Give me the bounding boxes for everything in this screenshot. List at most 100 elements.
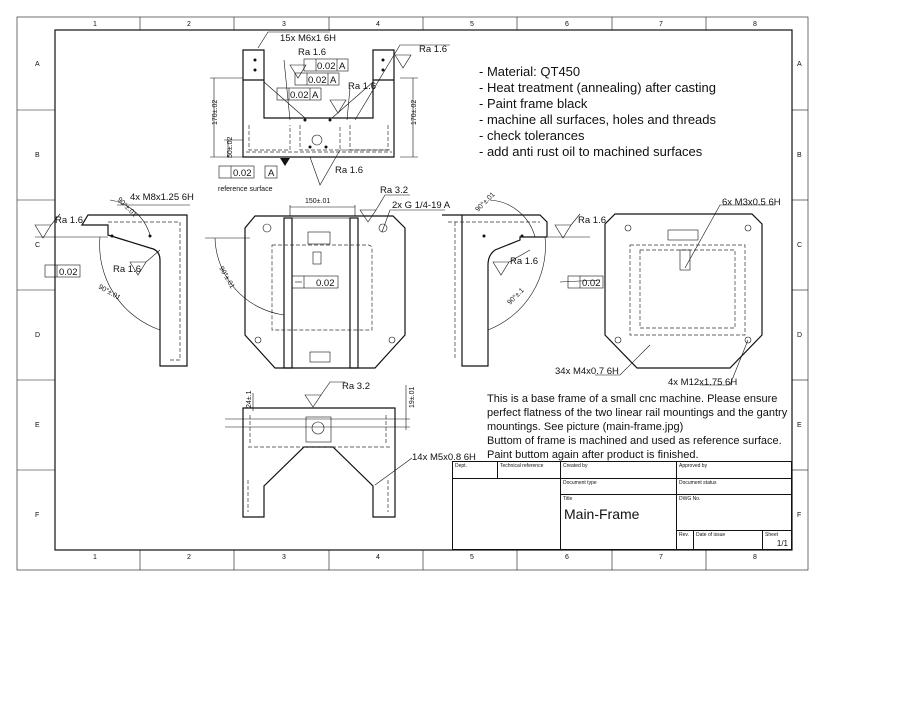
surface-roughness: Ra 3.2 [342,381,370,392]
dept-cell: Dept. [453,462,498,479]
doc-type-label: Document type [563,480,597,486]
surface-roughness: Ra 1.6 [419,44,447,55]
description-line: Paint buttom again after product is fini… [487,449,699,461]
rear-view: 6x M3x0.5 6H 34x M4x0.7 6H 4x M12x1.75 6… [555,197,781,388]
angle-dimension: 90°±.01 [217,265,236,290]
port-callout: 2x G 1/4-19 A [392,200,451,211]
svg-text:A: A [330,75,337,86]
row-labels-left: A B C D E F [35,61,40,519]
dimension: 170±.02 [212,100,219,125]
rev-label: Rev. [679,532,689,538]
left-side-view: 4x M8x1.25 6H Ra 1.6 Ra 1.6 0.02 90°±.01… [34,192,194,367]
bottom-view: Ra 3.2 24±.1 19±.01 14x M5x0.8 6H [225,381,476,518]
description-line: perfect flatness of the two linear rail … [487,407,788,419]
surface-roughness: Ra 1.6 [113,264,141,275]
thread-callout: 15x M6x1 6H [280,33,336,44]
thread-callout: 4x M8x1.25 6H [130,192,194,203]
col-label: 7 [659,21,663,28]
tech-ref-cell: Technical reference [498,462,561,479]
sheet-cell: Sheet 1/1 [763,531,792,550]
dept-label: Dept. [455,463,467,469]
row-label: D [797,332,802,339]
svg-text:0.02: 0.02 [316,278,335,289]
drawing-title: Main-Frame [564,506,640,522]
datum-box: A [264,165,278,179]
row-label: F [35,512,39,519]
description-line: mountings. See picture (main-frame.jpg) [487,421,684,433]
title-cell: Title Main-Frame [561,495,677,550]
description-line: This is a base frame of a small cnc mach… [487,393,778,405]
doc-type-cell: Document type [561,479,677,495]
note: - Paint frame black [479,96,588,111]
rev-cell: Rev. [677,531,694,550]
row-labels-right: A B C D E F [797,61,802,519]
col-label: 5 [470,554,474,561]
svg-text:A: A [268,168,275,179]
blank-cell [453,479,561,550]
title-label: Title [563,496,573,502]
thread-callout: 14x M5x0.8 6H [412,452,476,463]
row-label: A [797,61,802,68]
svg-text:0.02: 0.02 [59,267,78,278]
row-label: C [797,242,802,249]
doc-status-cell: Document status [677,479,792,495]
row-label: E [797,422,802,429]
grid-ticks [17,17,808,570]
dimension: 170±.02 [411,100,418,125]
date-cell: Date of issue [694,531,763,550]
column-labels-bottom: 1 2 3 4 5 6 7 8 [93,554,757,561]
surface-roughness: Ra 1.6 [55,215,83,226]
flatness-fcf: 0.02 [44,264,81,278]
col-label: 1 [93,21,97,28]
flatness-fcf: 0.02 [218,165,255,179]
note: - machine all surfaces, holes and thread… [479,112,717,127]
row-label: D [35,332,40,339]
dimension: 24±.1 [246,390,253,408]
svg-text:A: A [339,61,346,72]
doc-status-label: Document status [679,480,717,486]
note: - Material: QT450 [479,64,581,79]
description: This is a base frame of a small cnc mach… [487,392,797,462]
approved-by-label: Approved by [679,463,708,469]
dwg-no-cell: DWG No. [677,495,792,531]
front-view: 150±.01 Ra 3.2 2x G 1/4-19 A 0.02 90°±.0… [205,185,451,369]
svg-text:0.02: 0.02 [317,61,336,72]
note: - add anti rust oil to machined surfaces [479,144,703,159]
col-label: 8 [753,554,757,561]
dimension: 150±.01 [305,198,330,205]
col-label: 6 [565,21,569,28]
col-label: 3 [282,21,286,28]
thread-callout: 4x M12x1.75 6H [668,377,737,388]
tech-ref-label: Technical reference [500,463,544,469]
reference-label: reference surface [218,186,273,193]
surface-roughness: Ra 1.6 [335,165,363,176]
flatness-fcf: 0.02 [567,275,604,289]
thread-callout: 34x M4x0.7 6H [555,366,619,377]
col-label: 7 [659,554,663,561]
svg-text:0.02: 0.02 [308,75,327,86]
row-label: B [797,152,802,159]
row-label: A [35,61,40,68]
dwg-label: DWG No. [679,496,701,502]
general-notes: - Material: QT450 - Heat treatment (anne… [479,64,716,160]
col-label: 3 [282,554,286,561]
col-label: 2 [187,21,191,28]
angle-dimension: 90°±.1 [506,286,526,306]
description-line: Buttom of frame is machined and used as … [487,435,782,447]
thread-callout: 6x M3x0.5 6H [722,197,781,208]
svg-text:0.02: 0.02 [290,90,309,101]
surface-roughness: Ra 1.6 [510,256,538,267]
created-by-cell: Created by [561,462,677,479]
sheet-label: Sheet [765,532,779,538]
surface-roughness: Ra 1.6 [298,47,326,58]
col-label: 1 [93,554,97,561]
svg-text:0.02: 0.02 [582,278,601,289]
column-labels-top: 1 2 3 4 5 6 7 8 [93,21,757,28]
row-label: C [35,242,40,249]
svg-text:0.02: 0.02 [233,168,252,179]
dimension: 50±.02 [227,137,234,158]
col-label: 6 [565,554,569,561]
row-label: E [35,422,40,429]
